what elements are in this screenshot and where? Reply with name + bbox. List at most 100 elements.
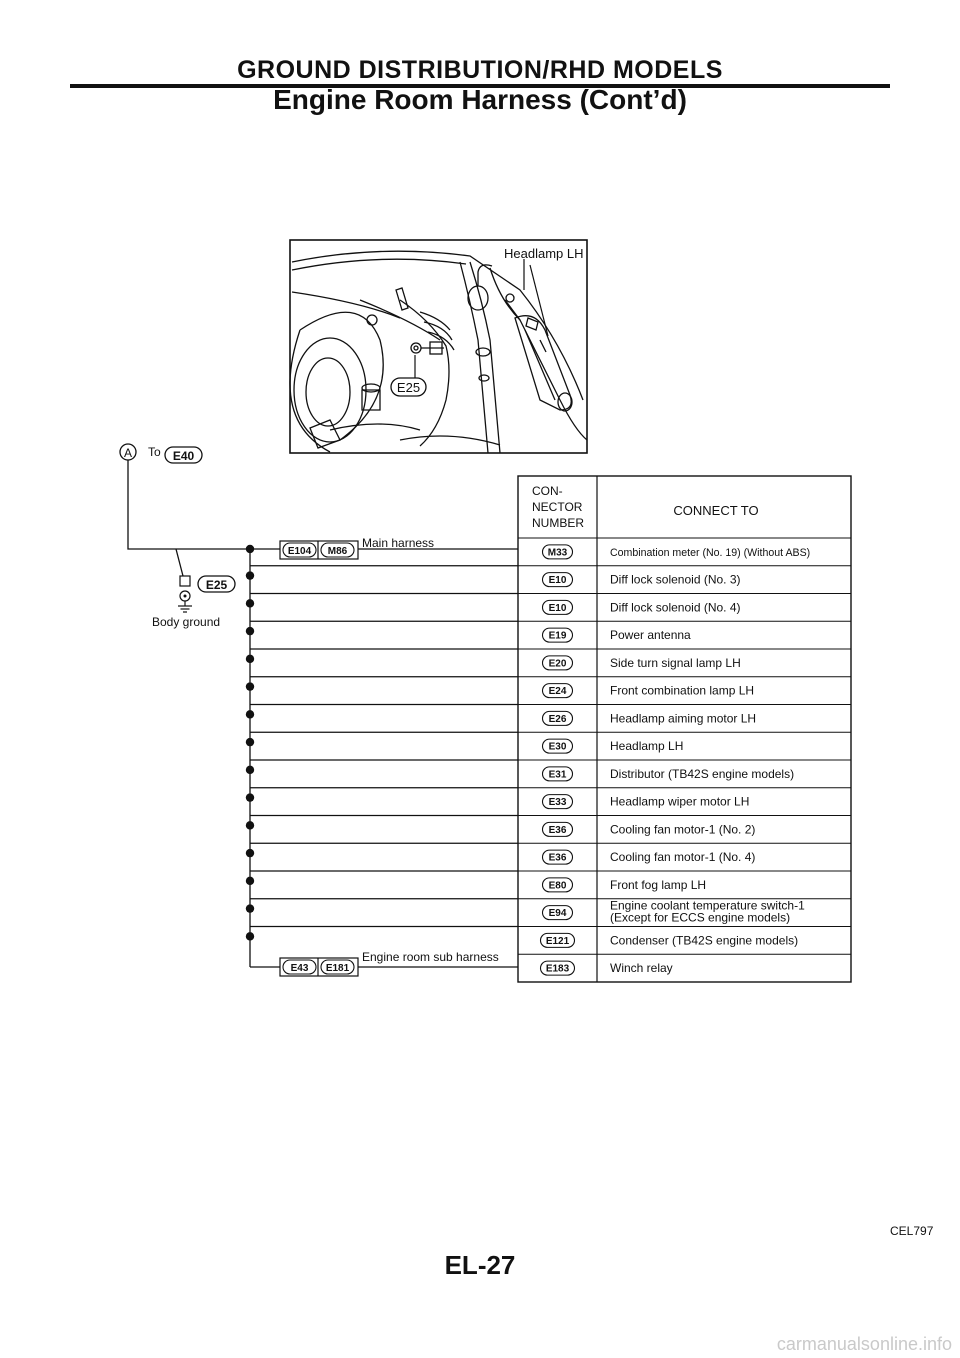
splice-dot: [245, 793, 255, 802]
connect-to: Headlamp wiper motor LH: [610, 795, 749, 809]
connect-to: Combination meter (No. 19) (Without ABS): [610, 547, 810, 559]
connector-number: E94: [549, 908, 567, 919]
main-harness-connector-1: E104: [288, 546, 312, 557]
splice-dot: [245, 932, 255, 941]
to-connector-badge: [164, 446, 203, 464]
connector-badge: [541, 572, 574, 588]
sub-harness-connector-1: E43: [291, 963, 309, 974]
table-row: E10 Diff lock solenoid (No. 4): [518, 592, 851, 615]
to-connector-label: E40: [173, 449, 195, 463]
ground-marker-label: A: [124, 446, 132, 460]
connector-number: E33: [549, 797, 567, 808]
connect-to: Front fog lamp LH: [610, 878, 706, 892]
splice-dot: [245, 821, 255, 830]
table-header-connector: CON- NECTOR NUMBER: [532, 484, 586, 530]
harness-wiring: E104 M86 Main harness E43 E181 Engine ro…: [182, 536, 518, 977]
connector-badge: [539, 960, 576, 976]
headlamp-callout: Headlamp LH: [504, 246, 584, 337]
table-row: E24 Front combination lamp LH: [518, 676, 851, 699]
connector-number: E24: [549, 686, 567, 697]
table-row: E33 Headlamp wiper motor LH: [518, 787, 851, 810]
table-row: E183 Winch relay: [518, 953, 851, 976]
e25-callout-label: E25: [397, 380, 420, 395]
connect-to: Engine coolant temperature switch-1(Exce…: [610, 899, 805, 925]
connector-number: E26: [549, 714, 567, 725]
connector-badge: [541, 849, 574, 865]
ground-connector-badge: [197, 575, 236, 593]
main-harness-connector-2: M86: [328, 546, 348, 557]
connect-to: Cooling fan motor-1 (No. 4): [610, 850, 755, 864]
connect-to: Condenser (TB42S engine models): [610, 933, 798, 947]
connector-number: E31: [549, 769, 567, 780]
table-header-connect-to: CONNECT TO: [673, 503, 758, 518]
connector-number: E183: [546, 964, 570, 975]
connector-number: E30: [549, 742, 567, 753]
table-row: E80 Front fog lamp LH: [518, 870, 851, 893]
connector-badge: [541, 905, 574, 921]
page-number: EL-27: [444, 1250, 516, 1280]
sub-harness-connector-2: E181: [326, 963, 350, 974]
connector-badge: [539, 932, 576, 948]
watermark: carmanualsonline.info: [776, 1334, 952, 1354]
connector-badge: [541, 655, 574, 671]
connector-number: E80: [549, 880, 567, 891]
connect-to: Power antenna: [610, 628, 691, 642]
connect-to: Winch relay: [610, 961, 673, 975]
splice-dot: [245, 599, 255, 608]
body-ground-label: Body ground: [152, 615, 220, 629]
connector-badge: [541, 794, 574, 810]
splice-dot: [245, 682, 255, 691]
engine-bay-illustration: [289, 239, 588, 454]
main-harness-label: Main harness: [362, 536, 434, 550]
sub-harness-label: Engine room sub harness: [362, 950, 499, 964]
table-border: [517, 475, 852, 983]
table-row: E31 Distributor (TB42S engine models): [518, 759, 851, 782]
page-title: GROUND DISTRIBUTION/RHD MODELS: [237, 56, 723, 84]
main-harness-connector-block: E104 M86 Main harness: [279, 536, 434, 560]
connect-to: Distributor (TB42S engine models): [610, 767, 794, 781]
splice-dot: [245, 737, 255, 747]
splice-dot: [245, 544, 255, 554]
to-label: To: [148, 445, 161, 459]
connector-badge: [541, 766, 574, 782]
branch-wires: [250, 565, 518, 928]
connect-to: Side turn signal lamp LH: [610, 656, 741, 670]
ground-terminal: [179, 575, 191, 587]
connector-badge: [541, 877, 574, 893]
connect-to: Front combination lamp LH: [610, 684, 754, 698]
page-subtitle: Engine Room Harness (Cont’d): [273, 84, 687, 115]
splice-dots: [245, 544, 255, 941]
ground-connector-label: E25: [206, 578, 228, 592]
connector-number: E10: [549, 575, 567, 586]
splice-dot: [245, 710, 255, 719]
connector-badge: [541, 683, 574, 699]
splice-dot: [245, 571, 255, 580]
table-row: E10 Diff lock solenoid (No. 3): [518, 565, 851, 588]
connector-badge: [541, 738, 574, 754]
table-row: E26 Headlamp aiming motor LH: [518, 703, 851, 726]
connector-number: E36: [549, 825, 567, 836]
connector-badge: [541, 710, 574, 726]
connector-number: E36: [549, 853, 567, 864]
connector-number: E20: [549, 658, 567, 669]
connect-to: Headlamp aiming motor LH: [610, 711, 756, 725]
splice-dot: [245, 876, 255, 886]
splice-dot: [245, 654, 255, 664]
connect-to: Diff lock solenoid (No. 4): [610, 600, 741, 614]
connector-badge: [541, 599, 574, 615]
connector-badge: [541, 627, 574, 643]
table-row: E36 Cooling fan motor-1 (No. 4): [518, 842, 851, 865]
connect-to: Diff lock solenoid (No. 3): [610, 573, 741, 587]
table-row: E94 Engine coolant temperature switch-1(E…: [518, 898, 851, 925]
connector-number: E10: [549, 603, 567, 614]
headlamp-callout-label: Headlamp LH: [504, 246, 584, 261]
figure-code: CEL797: [890, 1224, 934, 1238]
splice-dot: [245, 626, 255, 636]
